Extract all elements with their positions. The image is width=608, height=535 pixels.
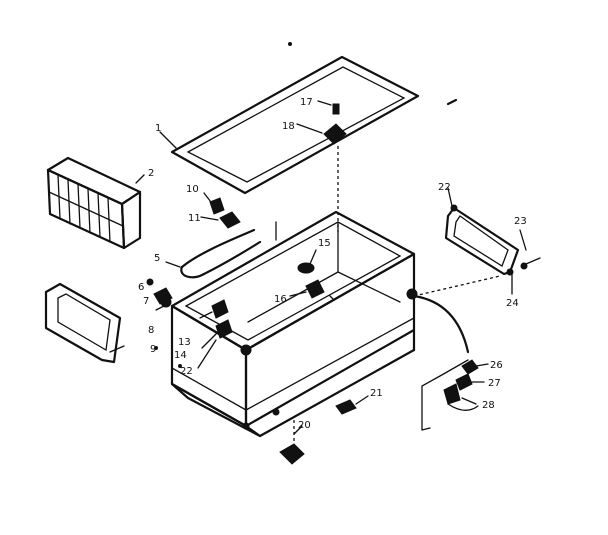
lid-gasket — [159, 55, 420, 195]
callout-15: 15 — [318, 238, 331, 249]
callout-26: 26 — [490, 360, 503, 371]
callout-24: 24 — [506, 298, 519, 309]
callout-7: 7 — [143, 296, 149, 307]
callout-21: 21 — [370, 388, 383, 399]
callout-2: 2 — [148, 168, 154, 179]
back-panel — [413, 187, 541, 297]
callout-14: 14 — [174, 350, 187, 361]
callout-27: 27 — [488, 378, 501, 389]
wire-basket — [46, 156, 145, 250]
callout-28: 28 — [482, 400, 495, 411]
drain-panel — [44, 282, 125, 364]
cabinet-hinges — [197, 299, 233, 369]
callout-22-cabinet: 22 — [180, 366, 193, 377]
power-cord-assembly — [412, 294, 489, 431]
callout-10: 10 — [186, 184, 199, 195]
callout-18: 18 — [282, 121, 295, 132]
callout-23: 23 — [514, 216, 527, 227]
leveling-foot — [279, 420, 305, 465]
control-knob — [146, 278, 173, 311]
callout-13: 13 — [178, 337, 191, 348]
screw-clip — [200, 192, 241, 229]
callout-9: 9 — [150, 344, 156, 355]
callout-8: 8 — [148, 325, 154, 336]
callout-6: 6 — [138, 282, 144, 293]
callout-5: 5 — [154, 253, 160, 264]
lid-hinge — [296, 100, 347, 232]
thermostat-tube — [165, 221, 277, 279]
callout-16: 16 — [274, 294, 287, 305]
bolt — [335, 395, 369, 415]
callout-22-panel: 22 — [438, 182, 451, 193]
callout-20: 20 — [298, 420, 311, 431]
callout-11: 11 — [188, 213, 201, 224]
callout-labels: 1 2 5 6 7 8 9 10 11 13 14 15 16 17 18 20… — [138, 97, 527, 431]
callout-1: 1 — [155, 123, 161, 134]
interior-fittings — [289, 249, 335, 301]
callout-17: 17 — [300, 97, 313, 108]
misc-marks — [154, 42, 458, 368]
freezer-cabinet — [170, 210, 418, 438]
